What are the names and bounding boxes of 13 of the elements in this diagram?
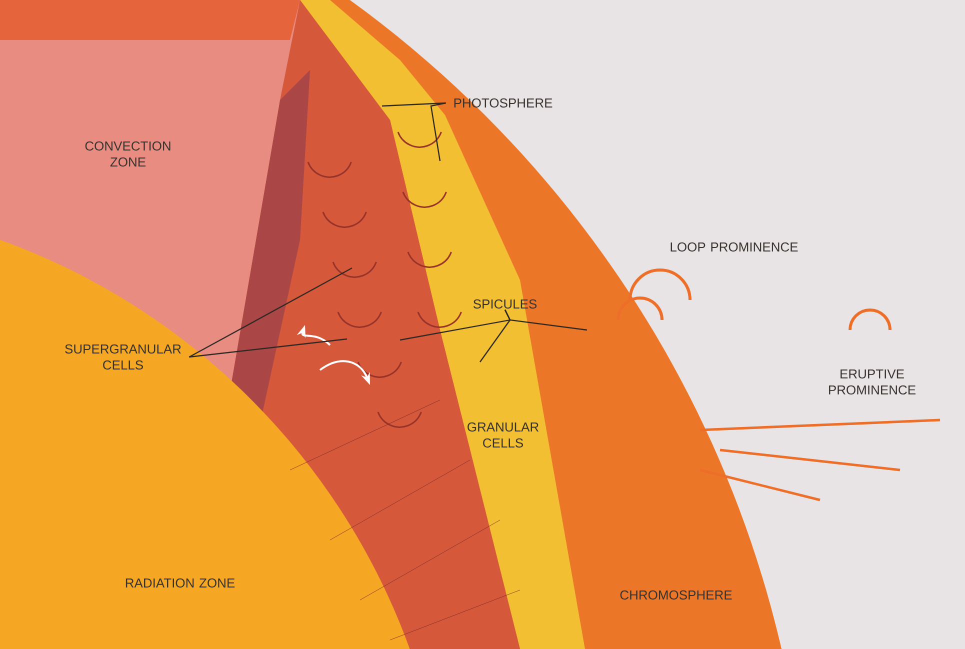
leader-line bbox=[189, 338, 348, 358]
leader-line bbox=[430, 102, 446, 162]
part-label: SPICULES bbox=[473, 299, 537, 309]
leader-line bbox=[188, 267, 352, 358]
leader-line bbox=[382, 102, 446, 107]
part-label: ERUPTIVE PROMINENCE bbox=[829, 369, 916, 395]
part-label: GRANULAR CELLS bbox=[468, 422, 539, 448]
part-label: LOOP PROMINENCE bbox=[670, 242, 798, 252]
part-label: SUPERGRANULAR CELLS bbox=[65, 344, 181, 370]
part-label: CONVECTION ZONE bbox=[85, 141, 170, 167]
part-label: RADIATION ZONE bbox=[126, 578, 235, 588]
leader-line bbox=[480, 310, 511, 362]
part-label: CHROMOSPHERE bbox=[620, 590, 732, 600]
